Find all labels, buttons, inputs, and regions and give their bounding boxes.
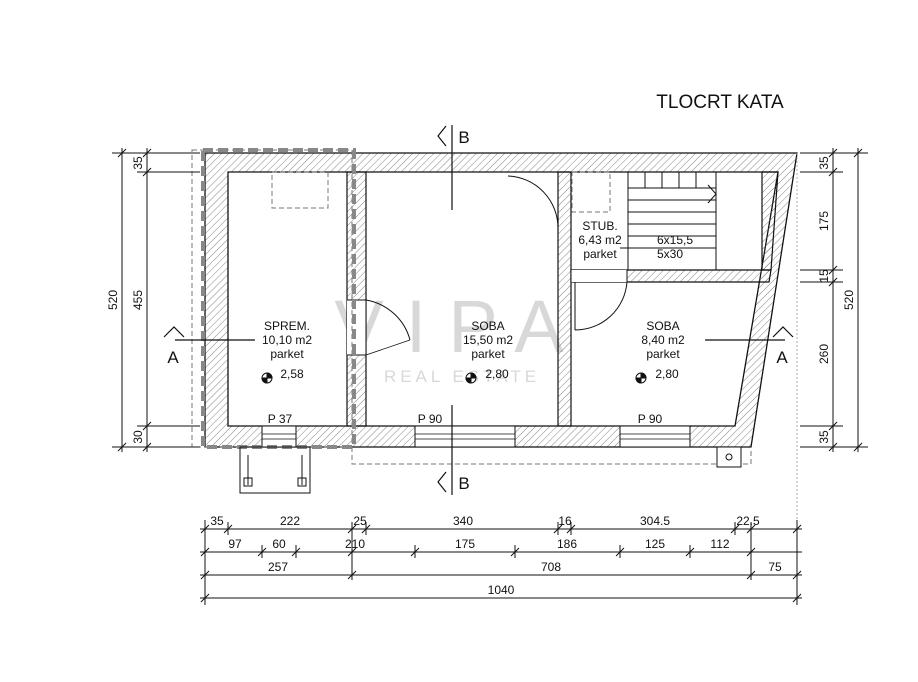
section-line-b (437, 125, 453, 495)
dim-left-main: 455 (131, 290, 145, 310)
room-soba2: SOBA 8,40 m2 parket 2,80 P 90 (638, 319, 685, 426)
room-height: 2,58 (280, 367, 304, 381)
wall-soba-right (557, 171, 572, 427)
dim-right-mid3: 260 (817, 344, 831, 364)
window-label: P 37 (268, 412, 293, 426)
door-swing-stub (507, 175, 559, 229)
dim-value: 257 (268, 560, 288, 574)
dim-right-mid1: 175 (817, 211, 831, 231)
dim-right-mid2: 15 (817, 269, 831, 283)
dim-left-bottom: 30 (131, 430, 145, 444)
room-stub: STUB. 6,43 m2 parket 6x15,5 5x30 (578, 219, 693, 261)
stair-steps-2: 5x30 (657, 247, 683, 261)
room-name: SOBA (646, 319, 679, 333)
room-area: 15,50 m2 (463, 333, 513, 347)
door-swing-soba2 (574, 281, 628, 331)
external-step (239, 446, 311, 494)
dim-value: 112 (710, 537, 729, 551)
room-floor: parket (583, 247, 617, 261)
dimension-left (112, 148, 200, 452)
dim-value: 708 (541, 560, 561, 574)
room-soba1: SOBA 15,50 m2 parket 2,80 P 90 (418, 319, 514, 426)
thick-dashed-wall (201, 148, 356, 449)
dim-left-top: 35 (131, 156, 145, 170)
window-label: P 90 (638, 412, 663, 426)
dim-right-overall: 520 (842, 290, 856, 310)
watermark-brand: VIPA (334, 285, 585, 368)
stair-steps-1: 6x15,5 (657, 233, 693, 247)
dim-value: 60 (272, 537, 286, 551)
dim-value: 186 (557, 537, 577, 551)
room-sprem: SPREM. 10,10 m2 parket 2,58 P 37 (262, 319, 312, 426)
section-label-b-bottom: B (458, 474, 469, 493)
room-name: STUB. (582, 219, 617, 233)
room-name: SOBA (471, 319, 504, 333)
room-height: 2,80 (655, 367, 679, 381)
window-soba2 (619, 425, 691, 448)
chimney (716, 446, 742, 468)
plan-title: TLOCRT KATA (656, 92, 784, 113)
dim-right-top: 35 (817, 156, 831, 170)
dim-bottom-row3: 257 708 75 (268, 560, 782, 574)
dim-value: 1040 (488, 583, 515, 597)
section-label-a-right: A (776, 348, 788, 367)
room-floor: parket (471, 347, 505, 361)
door-swing-sprem (365, 299, 411, 355)
section-label-a-left: A (167, 348, 179, 367)
dim-left-overall: 520 (106, 290, 120, 310)
door-opening-soba2 (571, 270, 627, 282)
dim-bottom-row1: 35 222 25 340 16 304.5 22.5 (210, 514, 760, 528)
dim-value: 75 (768, 560, 782, 574)
room-name: SPREM. (264, 319, 310, 333)
window-label: P 90 (418, 412, 443, 426)
height-marker-icons (261, 372, 647, 384)
dim-value: 125 (645, 537, 665, 551)
dim-value: 16 (558, 514, 572, 528)
dim-bottom-row2: 97 60 210 175 186 125 112 (228, 537, 730, 551)
dimension-right (800, 148, 868, 452)
room-floor: parket (270, 347, 304, 361)
dim-value: 210 (345, 537, 365, 551)
room-floor: parket (646, 347, 680, 361)
dim-bottom-row4: 1040 (488, 583, 515, 597)
room-area: 6,43 m2 (578, 233, 622, 247)
door-opening-sprem (347, 300, 366, 355)
dim-value: 25 (353, 514, 367, 528)
window-sprem (261, 425, 297, 448)
room-area: 8,40 m2 (641, 333, 685, 347)
section-label-b-top: B (458, 128, 469, 147)
watermark-subtitle: REAL ESTATE (384, 367, 540, 386)
dim-value: 35 (210, 514, 224, 528)
staircase (620, 172, 717, 270)
room-height: 2,80 (485, 367, 509, 381)
dim-value: 304.5 (640, 514, 670, 528)
wall-sprem-right (346, 171, 367, 427)
dimension-bottom (200, 520, 802, 605)
room-area: 10,10 m2 (262, 333, 312, 347)
dim-value: 175 (455, 537, 475, 551)
dim-value: 97 (228, 537, 242, 551)
dim-value: 222 (280, 514, 300, 528)
dim-value: 340 (453, 514, 473, 528)
section-line-a (163, 326, 794, 341)
dim-value: 22.5 (736, 514, 760, 528)
window-soba1 (414, 425, 516, 448)
dim-right-bottom: 35 (817, 430, 831, 444)
